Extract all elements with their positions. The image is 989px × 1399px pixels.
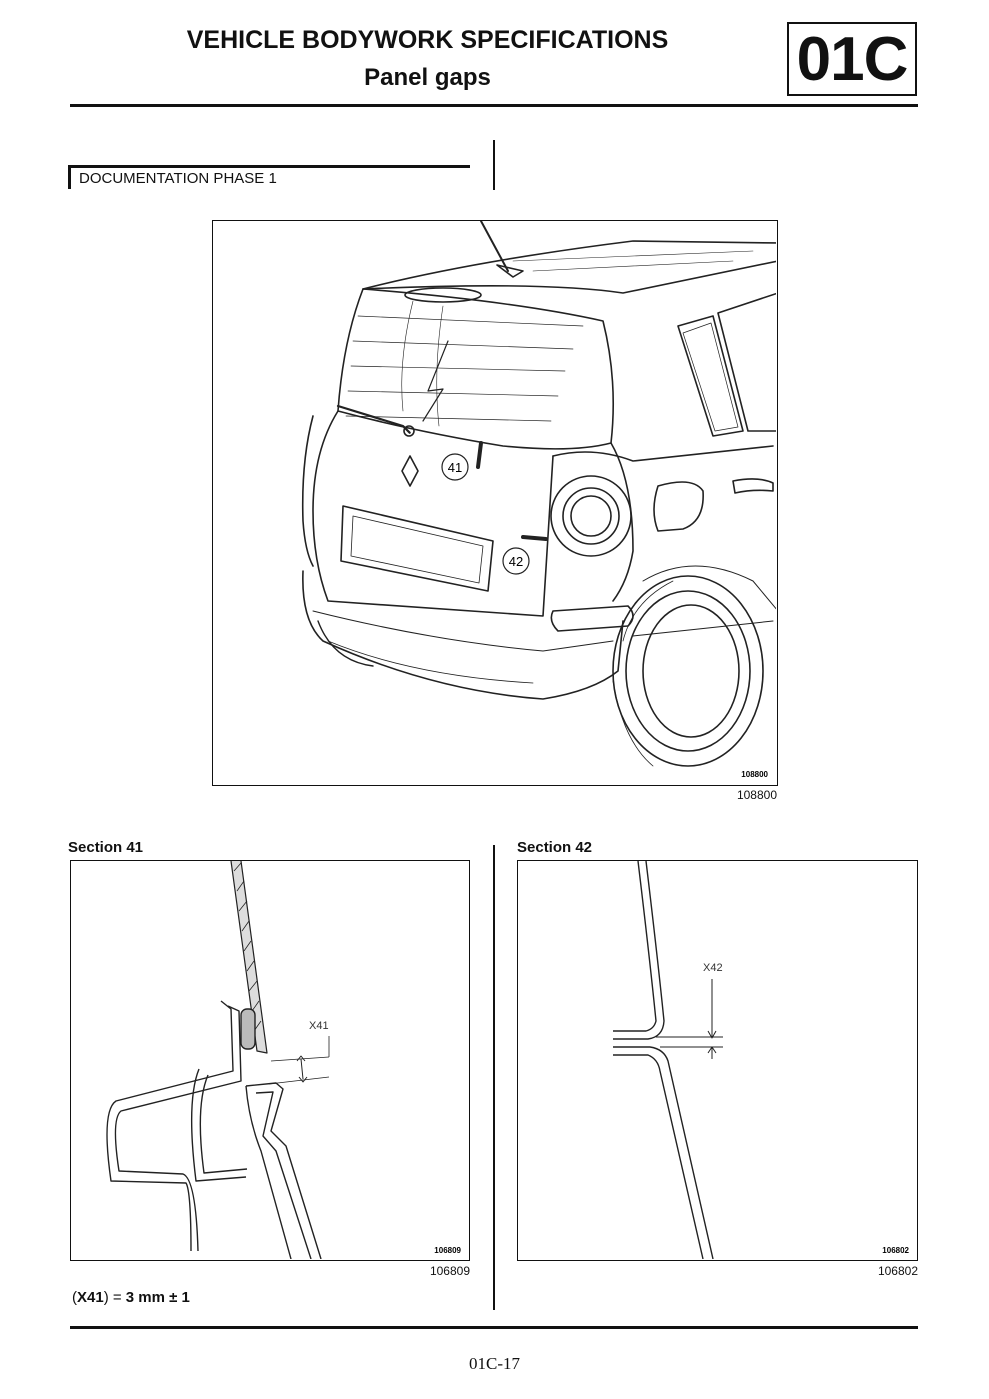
section-41-inner-number: 106809	[434, 1246, 461, 1255]
x41-dimension-label: X41	[309, 1020, 329, 1032]
section-41-title: Section 41	[68, 839, 144, 856]
section-42-inner-number: 106802	[882, 1246, 909, 1255]
page-title: VEHICLE BODYWORK SPECIFICATIONS	[186, 26, 669, 54]
section-41-figure: X41 106809	[70, 860, 470, 1261]
vehicle-rear-figure: 41 42 108800	[212, 220, 778, 786]
section-42-drawing: X42 106802	[613, 861, 910, 1259]
column-divider	[493, 845, 495, 1310]
section-41-drawing: X41 106809	[106, 861, 462, 1259]
phase-bracket	[68, 165, 470, 189]
spec-equals: ) =	[103, 1289, 126, 1306]
x41-specification: (X41) = 3 mm ± 1	[72, 1289, 190, 1306]
callout-42-marker	[502, 547, 530, 575]
page-number: 01C-17	[469, 1354, 520, 1373]
phase-label: DOCUMENTATION PHASE 1	[79, 170, 277, 187]
spec-name: X41	[77, 1289, 104, 1306]
vehicle-rear-drawing: 41 42 108800	[301, 221, 776, 779]
spec-value: 3 mm ± 1	[125, 1289, 190, 1306]
main-figure-number: 108800	[736, 788, 777, 802]
spec-open: (	[72, 1289, 77, 1306]
figure-inner-number: 108800	[741, 770, 768, 779]
section-42-figure: X42 106802	[517, 860, 918, 1261]
section-42-title: Section 42	[517, 839, 593, 856]
callout-42-label: 42	[509, 554, 523, 569]
x42-dimension-label: X42	[703, 962, 723, 974]
section-42-number: 106802	[877, 1264, 918, 1278]
section-41-number: 106809	[429, 1264, 470, 1278]
footer-rule	[70, 1326, 918, 1329]
section-code-badge: 01C	[787, 22, 917, 96]
page-subtitle: Panel gaps	[364, 64, 491, 91]
header-rule	[70, 104, 918, 107]
callout-41-label: 41	[448, 460, 462, 475]
column-divider-top	[493, 140, 495, 190]
callout-41-marker	[441, 453, 469, 481]
